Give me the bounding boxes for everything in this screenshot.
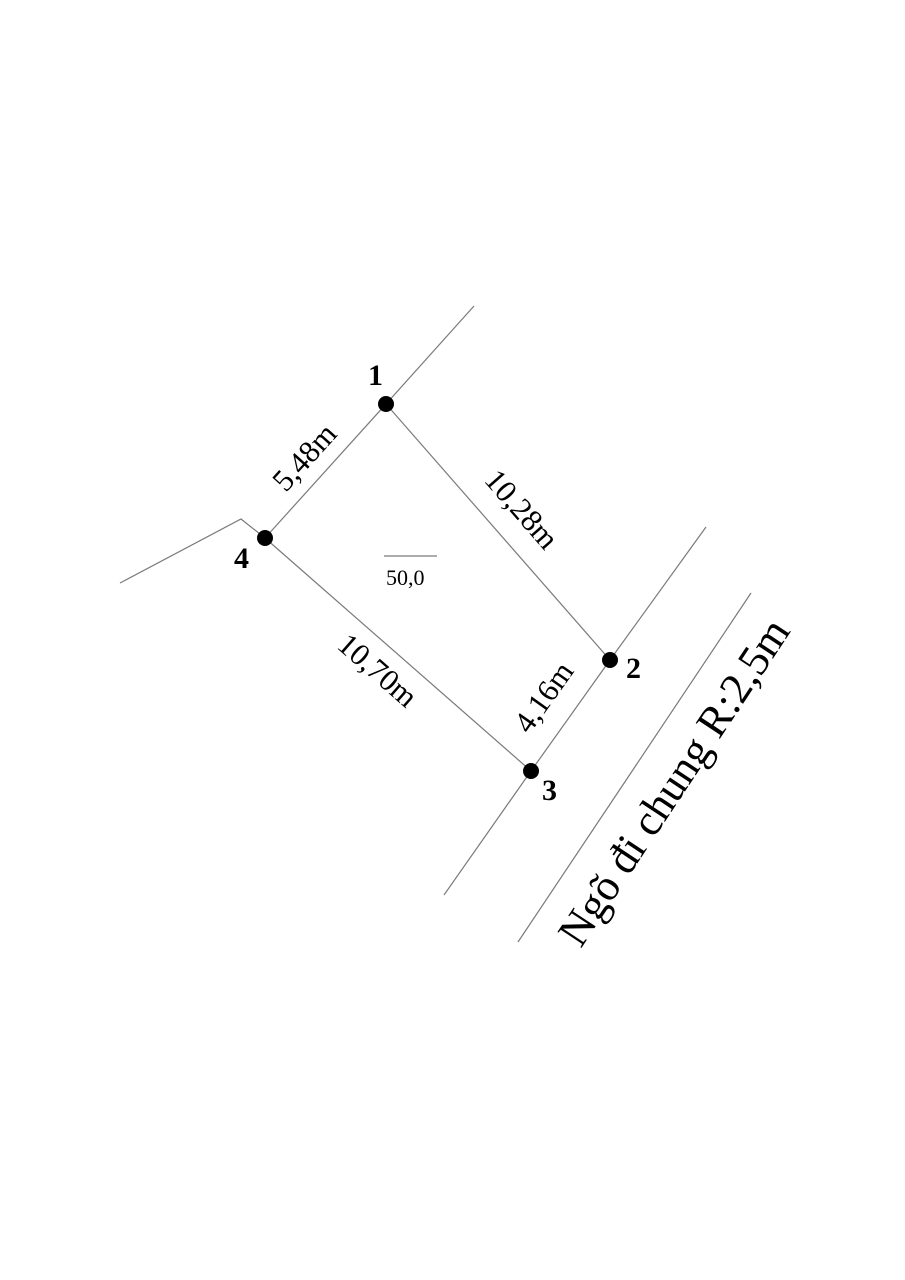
edge-length-4-1: 5,48m (265, 416, 344, 498)
road-label: Ngõ đi chung R:2,5m (548, 609, 799, 954)
parcel-edge-3-4 (264, 537, 532, 772)
corner-point-2 (602, 652, 618, 668)
corner-point-4 (257, 530, 273, 546)
edge-length-3-4: 10,70m (331, 626, 425, 714)
corner-label-1: 1 (368, 359, 383, 392)
corner-point-3 (523, 763, 539, 779)
edge-length-2-3: 4,16m (506, 655, 580, 739)
parcel-edge-4-1 (264, 403, 387, 539)
parcel-area: 50,0 (386, 565, 425, 590)
parcel-edge-1-2 (385, 403, 611, 661)
neighbor-boundary-west (119, 518, 266, 584)
edge-length-1-2: 10,28m (478, 462, 566, 556)
corner-point-1 (378, 396, 394, 412)
parcel-edge-2-3 (530, 659, 611, 772)
neighbor-boundary-south (443, 770, 532, 896)
corner-label-3: 3 (542, 774, 557, 807)
corner-label-4: 4 (234, 542, 249, 575)
neighbor-boundary-north (385, 305, 475, 405)
corner-label-2: 2 (626, 652, 641, 685)
road-edge-line (517, 592, 752, 943)
neighbor-boundary-east (609, 526, 707, 661)
